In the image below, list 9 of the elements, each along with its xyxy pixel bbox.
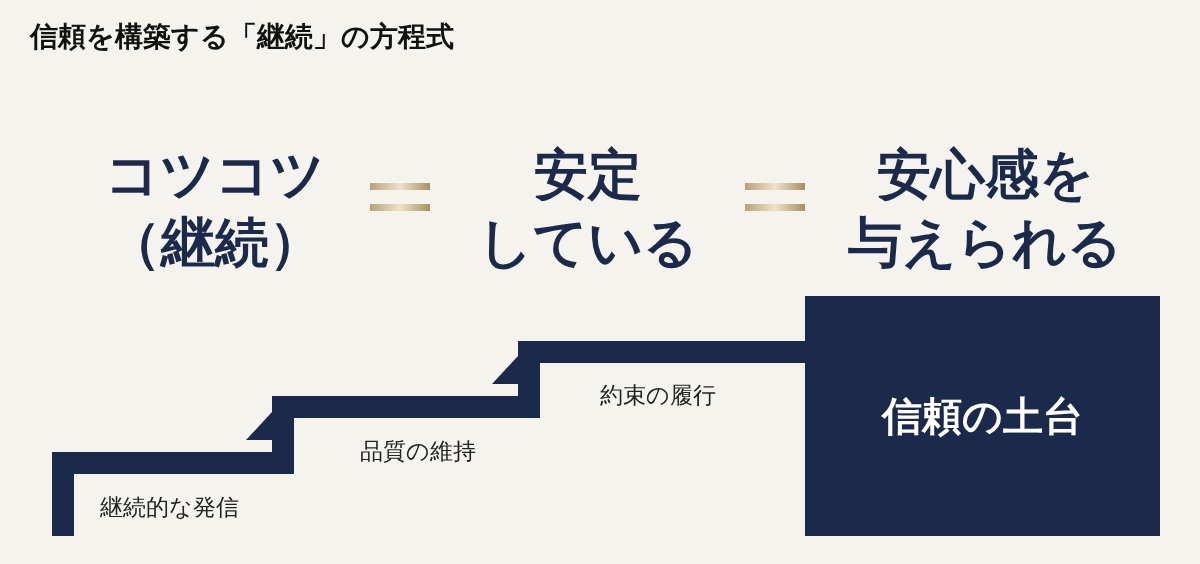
step-label: 品質の維持 xyxy=(360,437,476,466)
foundation-box xyxy=(805,296,1160,536)
equation-term: コツコツ（継続） xyxy=(105,141,325,276)
box-title: 信頼の土台 xyxy=(882,390,1083,441)
step-label: 約束の履行 xyxy=(600,381,716,410)
step-label: 継続的な発信 xyxy=(100,493,239,522)
equation-term: 安定している xyxy=(478,141,698,276)
title: 信頼を構築する「継続」の方程式 xyxy=(30,19,454,55)
equation-term: 安心感を与えられる xyxy=(848,141,1122,276)
